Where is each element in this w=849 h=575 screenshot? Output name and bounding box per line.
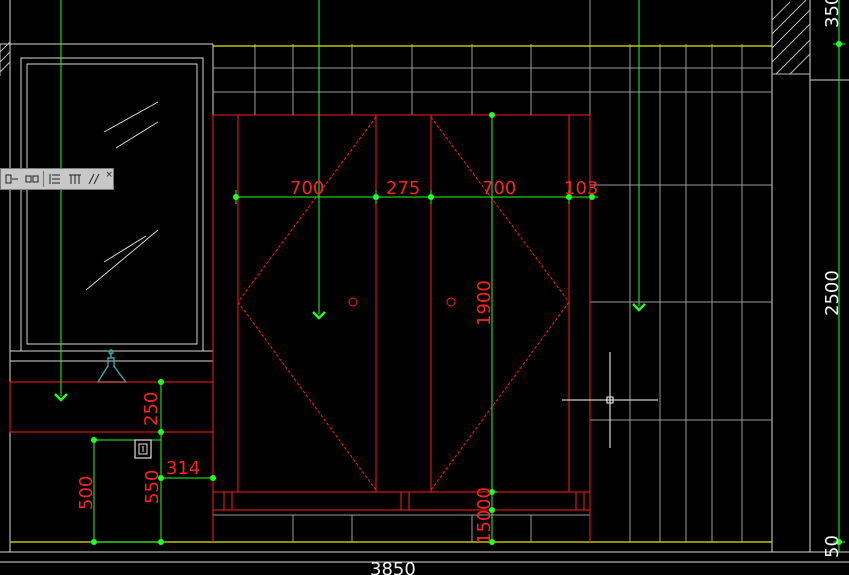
dim-style-icon <box>5 174 18 184</box>
dim-250: 250 <box>141 392 162 426</box>
dim-00: 00 <box>474 487 495 510</box>
wall-outline-lines <box>0 0 849 563</box>
toolbar-button-dim-linear[interactable] <box>23 170 41 188</box>
floating-toolbar[interactable]: × <box>0 168 114 190</box>
dim-oblique-icon <box>89 173 100 185</box>
dim-103: 103 <box>564 178 598 199</box>
dim-275: 275 <box>386 178 420 199</box>
dimension-grips <box>91 41 842 545</box>
toolbar-button-dim-oblique[interactable] <box>86 170 104 188</box>
dim-314: 314 <box>166 458 200 479</box>
dim-150: 150 <box>474 510 495 544</box>
crosshair-cursor-icon <box>562 352 658 448</box>
dim-3850: 3850 <box>370 559 416 575</box>
hatch-left <box>0 41 11 76</box>
faucet-icon <box>96 349 128 383</box>
hatch-right <box>771 0 811 75</box>
dim-550: 550 <box>142 470 163 504</box>
toolbar-button-dim-baseline[interactable] <box>46 170 64 188</box>
dim-50: 50 <box>822 535 843 558</box>
toolbar-close-icon[interactable]: × <box>105 170 113 180</box>
toolbar-button-dim-style[interactable] <box>3 170 21 188</box>
dim-700-right: 700 <box>482 178 516 199</box>
dim-linear-icon <box>25 175 39 183</box>
door-swing-lines <box>237 116 570 491</box>
toolbar-separator <box>42 171 44 187</box>
wardrobe-cabinet <box>212 114 591 542</box>
outlet-icon <box>134 439 152 459</box>
dim-2500: 2500 <box>822 270 843 316</box>
dim-continue-icon <box>68 174 81 184</box>
toolbar-button-dim-continue[interactable] <box>66 170 84 188</box>
dim-700-left: 700 <box>290 178 324 199</box>
vanity-cabinet <box>9 381 214 433</box>
dim-baseline-icon <box>49 174 60 184</box>
snap-marker-icon <box>54 303 646 402</box>
dim-1900: 1900 <box>474 280 495 326</box>
dim-500: 500 <box>76 476 97 510</box>
mirror <box>20 57 204 352</box>
dim-350: 350 <box>822 0 843 28</box>
